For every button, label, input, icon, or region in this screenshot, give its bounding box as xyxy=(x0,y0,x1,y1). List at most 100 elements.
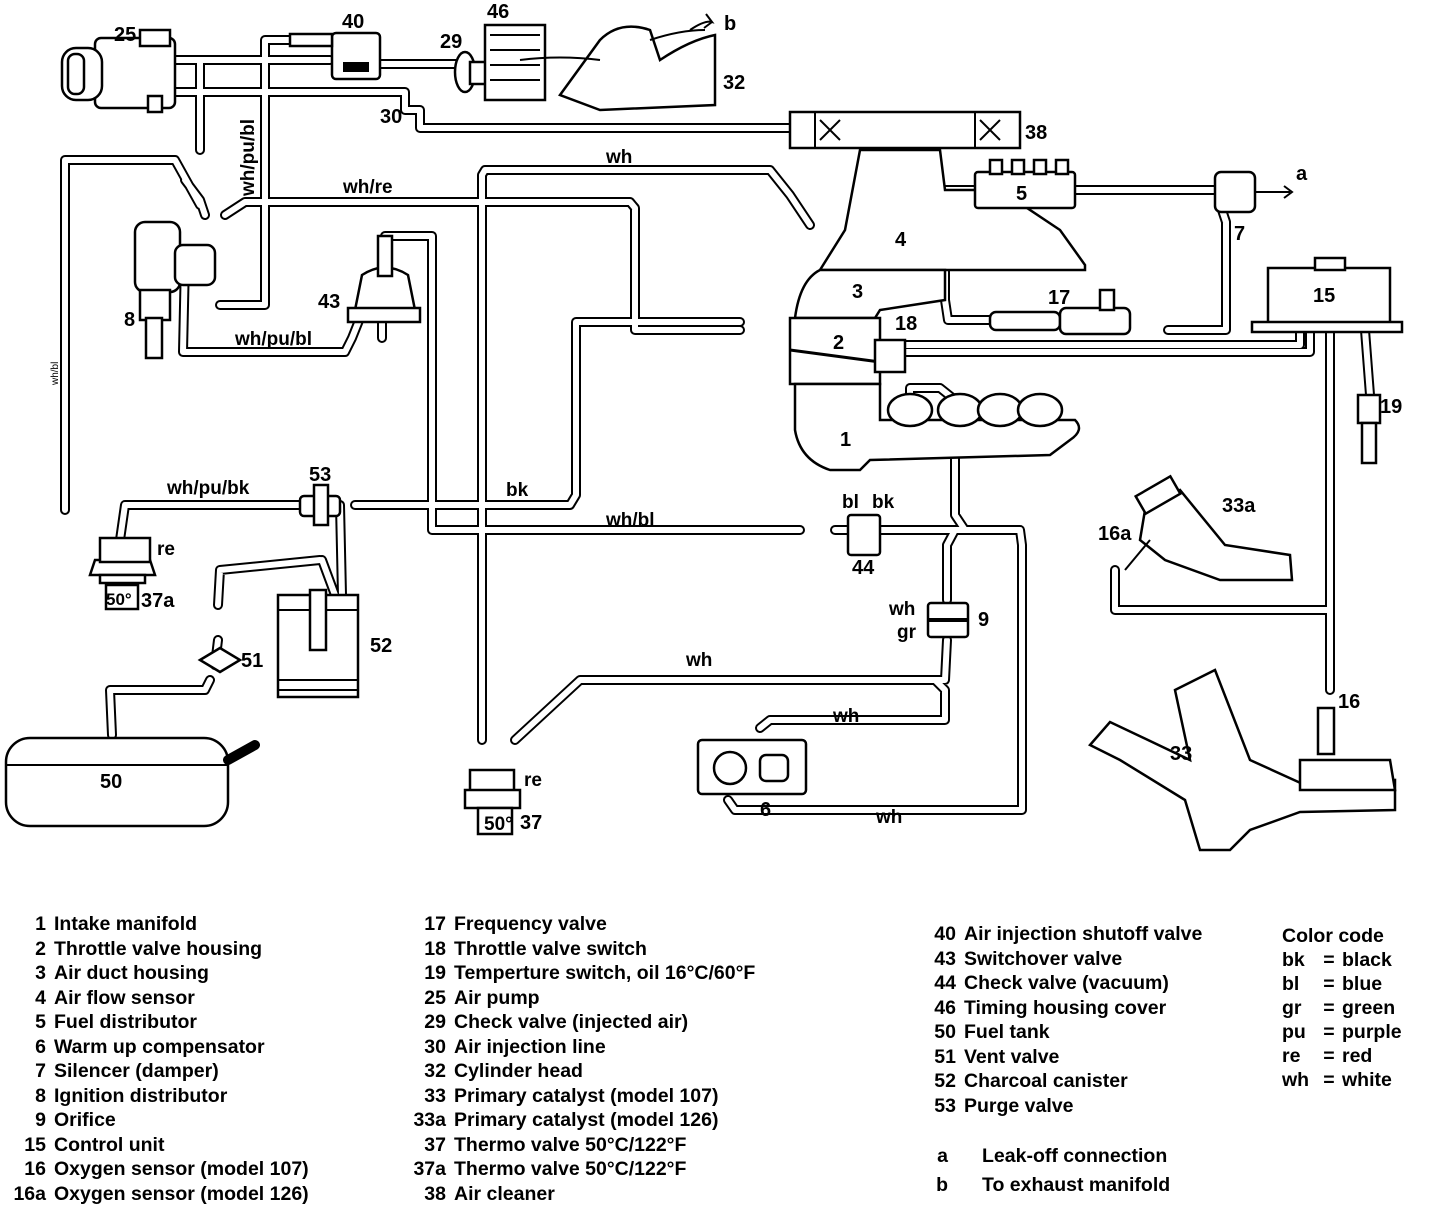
frequency-valve-17 xyxy=(988,288,1132,336)
legend-item-number: 44 xyxy=(934,972,956,994)
callout-16a: 16a xyxy=(1098,523,1132,545)
hose-label-re-37a: re xyxy=(157,539,175,560)
color-code-item: bk=black xyxy=(1282,948,1402,972)
legend-item-number: 17 xyxy=(424,913,446,935)
callout-2: 2 xyxy=(833,332,844,354)
legend-item-text: To exhaust manifold xyxy=(982,1174,1171,1196)
legend-item-number: 29 xyxy=(424,1011,446,1033)
legend-item-text: Leak-off connection xyxy=(982,1145,1168,1167)
hose-label-bk: bk xyxy=(506,480,529,501)
color-code-equals: = xyxy=(1323,1045,1335,1067)
legend-item-text: Thermo valve 50°C/122°F xyxy=(454,1133,687,1156)
legend-item-number: 19 xyxy=(424,962,446,984)
callout-9: 9 xyxy=(978,609,989,631)
legend-item-text: Fuel tank xyxy=(964,1021,1050,1043)
temperature-switch-19 xyxy=(1356,393,1382,465)
color-code-abbreviation: pu xyxy=(1282,1021,1306,1043)
callout-18: 18 xyxy=(895,313,917,335)
legend-item-text: Cylinder head xyxy=(454,1060,583,1082)
ignition-distributor-8 xyxy=(133,220,217,360)
legend-item-text: Orifice xyxy=(54,1109,116,1131)
callout-a: a xyxy=(1296,163,1308,185)
hose-label-wh-bl-vertical: wh/bl xyxy=(50,362,61,386)
legend-item-number: 25 xyxy=(424,986,446,1009)
callout-15: 15 xyxy=(1313,285,1335,307)
legend-item-text: Frequency valve xyxy=(454,913,607,935)
charcoal-canister-52 xyxy=(276,588,360,699)
callout-38: 38 xyxy=(1025,122,1047,144)
legend-item-text: Warm up compensator xyxy=(54,1035,265,1058)
callout-3: 3 xyxy=(852,281,863,303)
orifice-9 xyxy=(926,601,970,639)
color-code-equals: = xyxy=(1323,973,1335,995)
callout-7: 7 xyxy=(1234,223,1245,245)
callout-33: 33 xyxy=(1170,743,1192,765)
air-pump-25 xyxy=(60,28,177,114)
legend-item-number: 32 xyxy=(424,1060,446,1082)
thermo-valve-37 xyxy=(463,768,522,836)
legend-item-text: Throttle valve housing xyxy=(54,937,263,960)
hose-label-bl: bl xyxy=(842,492,859,513)
hose-label-wh-top: wh xyxy=(605,147,632,168)
callout-52: 52 xyxy=(370,635,392,657)
legend-item-number: 43 xyxy=(934,947,956,970)
primary-catalyst-33a xyxy=(1124,474,1294,582)
hose-label-wh-pu-bl: wh/pu/bl xyxy=(234,329,312,350)
callout-40: 40 xyxy=(342,11,364,33)
color-code-name: red xyxy=(1342,1045,1373,1067)
callout-19: 19 xyxy=(1380,396,1402,418)
legend-item-text: Purge valve xyxy=(964,1094,1074,1117)
color-code-equals: = xyxy=(1323,997,1335,1019)
color-code-abbreviation: re xyxy=(1282,1045,1301,1067)
legend-item: 19 Temperture switch, oil 16°C/60°F xyxy=(408,961,755,986)
color-code-name: white xyxy=(1342,1069,1392,1091)
thermo-valve-37a xyxy=(88,536,157,611)
callout-29: 29 xyxy=(440,31,462,53)
legend-item-text: Intake manifold xyxy=(54,913,198,935)
callout-4: 4 xyxy=(895,229,907,251)
color-code-item: re = red xyxy=(1282,1044,1402,1068)
color-code-item: gr=green xyxy=(1282,996,1402,1020)
legend-item-number: 51 xyxy=(934,1045,956,1068)
fuel-tank-50 xyxy=(4,736,260,828)
primary-catalyst-33 xyxy=(1087,668,1397,852)
legend-item-number: 33a xyxy=(413,1109,446,1131)
legend-item: 44 Check valve (vacuum) xyxy=(916,971,1202,996)
callout-30: 30 xyxy=(380,106,402,128)
hose-label-wh-pu-bk: wh/pu/bk xyxy=(166,478,250,499)
callout-51: 51 xyxy=(241,650,263,672)
intake-manifold-1 xyxy=(793,382,1081,472)
fuel-distributor-5 xyxy=(973,158,1077,210)
legend-item-text: Thermo valve 50°C/122°F xyxy=(454,1158,687,1180)
legend-item-text: Check valve (vacuum) xyxy=(964,972,1169,994)
callout-17: 17 xyxy=(1048,287,1070,309)
callout-46: 46 xyxy=(487,1,509,23)
legend-item-text: Air cleaner xyxy=(454,1182,555,1205)
callout-37a: 37a xyxy=(141,590,175,612)
legend-item-text: Air injection line xyxy=(454,1035,606,1058)
callout-44: 44 xyxy=(852,557,875,579)
callout-33a: 33a xyxy=(1222,495,1256,517)
color-code-abbreviation: wh xyxy=(1282,1069,1310,1091)
legend-item-number: 38 xyxy=(424,1182,446,1205)
legend-item-text: Switchover valve xyxy=(964,947,1123,970)
color-code-item: pu=purple xyxy=(1282,1020,1402,1044)
color-code-name: black xyxy=(1342,949,1392,971)
legend-item-text: Temperture switch, oil 16°C/60°F xyxy=(454,962,756,984)
color-code-name: green xyxy=(1342,997,1396,1019)
legend-item-text: Control unit xyxy=(54,1133,165,1156)
legend-item-number: 6 xyxy=(35,1035,46,1058)
